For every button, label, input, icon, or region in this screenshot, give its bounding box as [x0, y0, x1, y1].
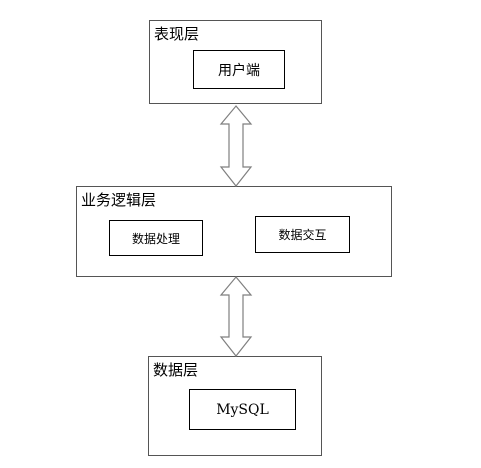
business-logic-layer-title: 业务逻辑层: [81, 191, 157, 209]
data-processing-module: 数据处理: [109, 220, 203, 256]
presentation-layer-title: 表现层: [154, 25, 200, 43]
presentation-layer: 表现层 用户端: [149, 20, 322, 104]
client-module: 用户端: [193, 50, 285, 89]
mysql-module: MySQL: [189, 389, 296, 430]
bidirectional-arrow-business-data: [219, 276, 253, 357]
bidirectional-arrow-presentation-business: [219, 105, 253, 187]
data-layer-title: 数据层: [153, 361, 199, 379]
data-layer: 数据层 MySQL: [148, 356, 322, 456]
business-logic-layer: 业务逻辑层 数据处理 数据交互: [76, 186, 392, 277]
data-interaction-module: 数据交互: [255, 216, 350, 253]
